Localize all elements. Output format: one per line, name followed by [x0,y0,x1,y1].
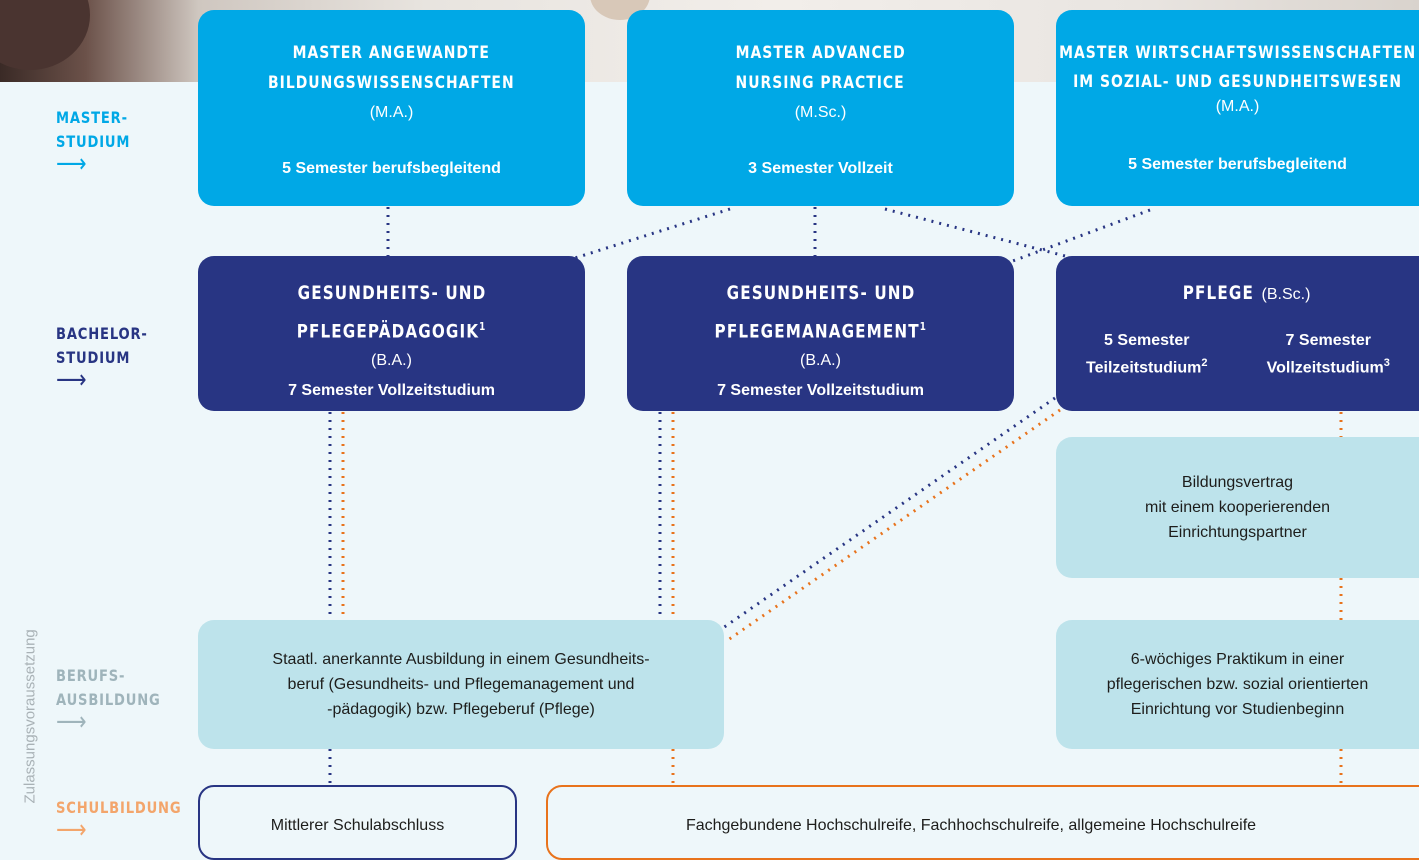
connector-dotted [885,209,1065,256]
connector-dotted [1010,210,1150,262]
bachelor-box-pflegemanagement: GESUNDHEITS- UND PFLEGEMANAGEMENT1 (B.A.… [627,256,1014,411]
arrow-right-icon: ⟶ [56,154,130,174]
connector-dotted [728,410,1060,640]
label-zulassungsvoraussetzung: Zulassungsvoraussetzung [22,684,39,804]
school-box-mittlerer-abschluss: Mittlerer Schulabschluss [198,785,517,860]
label-masterstudium: MASTER- STUDIUM ⟶ [56,106,130,174]
arrow-right-icon: ⟶ [56,712,161,732]
connector-dotted [575,209,730,258]
label-bachelorstudium: BACHELOR- STUDIUM ⟶ [56,322,148,390]
connector-dotted [720,398,1055,630]
bachelor-box-pflegepaedagogik: GESUNDHEITS- UND PFLEGEPÄDAGOGIK1 (B.A.)… [198,256,585,411]
master-box-wirtschaftswissenschaften: MASTER WIRTSCHAFTSWISSENSCHAFTEN IM SOZI… [1056,10,1419,206]
bachelor-box-pflege: PFLEGE (B.Sc.) 5 Semester Teilzeitstudiu… [1056,256,1419,411]
master-box-bildungswissenschaften: MASTER ANGEWANDTE BILDUNGSWISSENSCHAFTEN… [198,10,585,206]
pflege-vollzeit: 7 Semester Vollzeitstudium3 [1238,330,1419,379]
master-box-nursing-practice: MASTER ADVANCED NURSING PRACTICE (M.Sc.)… [627,10,1014,206]
school-box-hochschulreife: Fachgebundene Hochschulreife, Fachhochsc… [546,785,1419,860]
arrow-right-icon: ⟶ [56,370,148,390]
bildungsvertrag-box: Bildungsvertrag mit einem kooperierenden… [1056,437,1419,578]
ausbildung-box: Staatl. anerkannte Ausbildung in einem G… [198,620,724,749]
arrow-right-icon: ⟶ [56,820,181,840]
pflege-teilzeit: 5 Semester Teilzeitstudium2 [1056,330,1238,379]
label-schulbildung: SCHULBILDUNG ⟶ [56,796,181,840]
praktikum-box: 6-wöchiges Praktikum in einer pflegerisc… [1056,620,1419,749]
label-berufsausbildung: BERUFS- AUSBILDUNG ⟶ [56,664,161,732]
